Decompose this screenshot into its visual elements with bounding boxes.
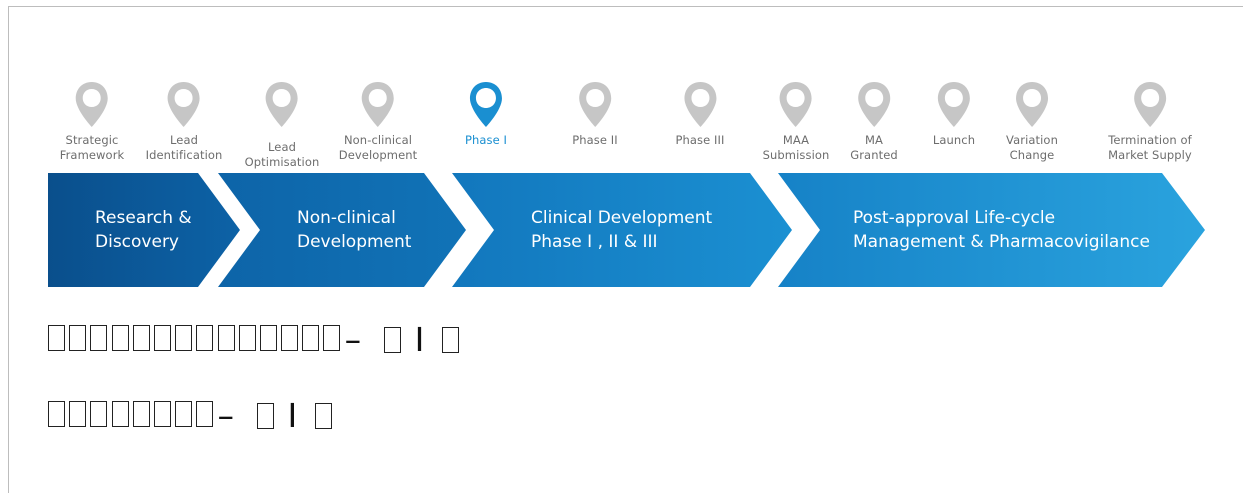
stage-label-non-clinical: Non-clinical Development bbox=[297, 208, 412, 252]
milestone-lead-optimisation: Lead Optimisation bbox=[245, 80, 320, 170]
stage-chevron-post-approval bbox=[778, 173, 1205, 287]
tofu-glyph bbox=[69, 325, 87, 351]
roman-numeral-text: I bbox=[414, 320, 425, 359]
tofu-glyph-group bbox=[48, 320, 345, 360]
milestone-label: Lead Identification bbox=[145, 133, 223, 162]
stage-chevron-clinical bbox=[452, 173, 792, 287]
tofu-glyph bbox=[90, 401, 108, 427]
tofu-glyph bbox=[256, 403, 274, 429]
tofu-glyph bbox=[383, 327, 401, 353]
tofu-glyph bbox=[69, 401, 87, 427]
milestone-phase-2: Phase II bbox=[572, 80, 618, 148]
tofu-glyph bbox=[48, 401, 65, 427]
dash-text: – bbox=[217, 396, 245, 435]
tofu-glyph bbox=[315, 403, 333, 429]
milestone-label: Phase I bbox=[464, 133, 508, 147]
milestone-label: MA Granted bbox=[850, 133, 898, 162]
milestone-label: Phase II bbox=[572, 133, 618, 147]
milestone-lead-identification: Lead Identification bbox=[146, 80, 223, 163]
milestone-ma-granted: MA Granted bbox=[850, 80, 898, 163]
stage-label-post-approval: Post-approval Life-cycle Management & Ph… bbox=[853, 208, 1150, 252]
location-pin-icon bbox=[938, 82, 970, 127]
milestone-label: Lead Optimisation bbox=[244, 140, 320, 169]
roman-numeral-text: I bbox=[287, 396, 298, 435]
location-pin-icon bbox=[362, 82, 394, 127]
milestone-row: Strategic Framework Lead Identification … bbox=[0, 0, 1243, 175]
tofu-glyph bbox=[217, 325, 235, 351]
text-line-2: – I bbox=[48, 396, 336, 436]
milestone-strategic-framework: Strategic Framework bbox=[60, 80, 125, 163]
tofu-glyph bbox=[175, 325, 193, 351]
stage-label-research: Research & Discovery bbox=[95, 208, 192, 252]
milestone-maa-submission: MAA Submission bbox=[763, 80, 830, 163]
location-pin-icon bbox=[1015, 82, 1048, 127]
tofu-glyph bbox=[259, 325, 277, 351]
location-pin-icon bbox=[76, 82, 108, 127]
location-pin-icon bbox=[470, 82, 502, 127]
tofu-glyph bbox=[153, 401, 171, 427]
location-pin-icon bbox=[779, 82, 812, 127]
dash-text: – bbox=[344, 320, 372, 359]
milestone-variation-change: Variation Change bbox=[1006, 80, 1058, 163]
milestone-phase-1: Phase I bbox=[465, 80, 507, 148]
tofu-glyph bbox=[132, 325, 150, 351]
tofu-glyph bbox=[175, 401, 193, 427]
milestone-launch: Launch bbox=[933, 80, 975, 148]
location-pin-icon bbox=[265, 82, 298, 127]
tofu-glyph bbox=[442, 327, 460, 353]
milestone-non-clinical-development: Non-clinical Development bbox=[339, 80, 418, 163]
stage-label-clinical: Clinical Development Phase I , II & III bbox=[531, 208, 713, 252]
location-pin-icon bbox=[683, 82, 716, 127]
tofu-glyph bbox=[132, 401, 150, 427]
milestone-label: Termination of Market Supply bbox=[1108, 133, 1192, 162]
milestone-label: Launch bbox=[932, 133, 976, 147]
milestone-label: Variation Change bbox=[1006, 133, 1058, 162]
slide-frame bbox=[8, 6, 1243, 493]
milestone-label: MAA Submission bbox=[762, 133, 830, 162]
tofu-glyph bbox=[90, 325, 108, 351]
tofu-glyph-group bbox=[48, 396, 218, 436]
tofu-glyph bbox=[111, 325, 129, 351]
tofu-glyph bbox=[196, 325, 214, 351]
tofu-glyph bbox=[238, 325, 256, 351]
location-pin-icon bbox=[858, 82, 890, 127]
tofu-glyph bbox=[196, 401, 214, 427]
location-pin-icon bbox=[578, 82, 611, 127]
stage-chevron-research bbox=[48, 173, 240, 287]
tofu-glyph bbox=[48, 325, 65, 351]
tofu-glyph bbox=[281, 325, 299, 351]
milestone-label: Non-clinical Development bbox=[338, 133, 418, 162]
tofu-glyph bbox=[302, 325, 320, 351]
milestone-label: Strategic Framework bbox=[59, 133, 125, 162]
stage-chevron-non-clinical bbox=[218, 173, 466, 287]
milestone-label: Phase III bbox=[675, 133, 725, 147]
location-pin-icon bbox=[1134, 82, 1166, 127]
milestone-phase-3: Phase III bbox=[675, 80, 724, 148]
location-pin-icon bbox=[168, 82, 200, 127]
tofu-glyph bbox=[323, 325, 341, 351]
text-line-1: – I bbox=[48, 320, 464, 360]
tofu-glyph bbox=[111, 401, 129, 427]
milestone-termination-of-market-supply: Termination of Market Supply bbox=[1108, 80, 1192, 163]
tofu-glyph bbox=[153, 325, 171, 351]
